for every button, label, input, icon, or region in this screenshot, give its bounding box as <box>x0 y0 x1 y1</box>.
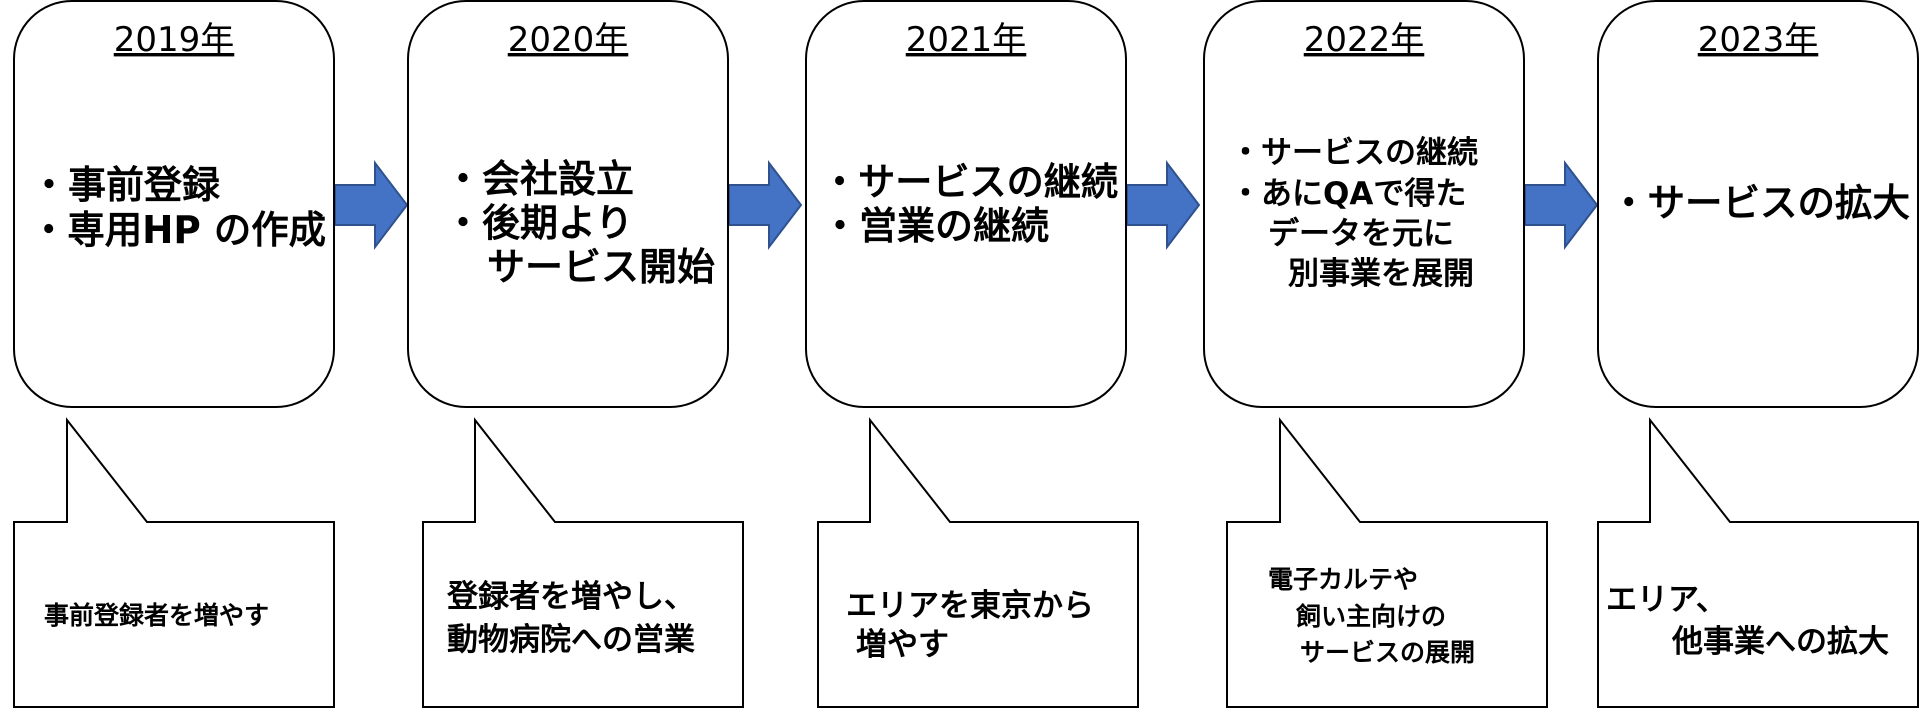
callout-bubble <box>422 417 744 708</box>
arrow-2020-2021 <box>728 160 803 250</box>
callout-text: 他事業への拡大 <box>1671 624 1889 660</box>
callout-bubble <box>13 417 335 708</box>
stage-item: データを元に <box>1268 216 1454 252</box>
stage-item: ・営業の継続 <box>821 204 1049 248</box>
stage-item: ・あにQAで得た <box>1230 176 1466 212</box>
stage-2020: 2020年 ・会社設立 ・後期より サービス開始 登録者を増やし、 動物病院への… <box>407 0 744 708</box>
callout-bubble <box>1226 417 1548 708</box>
callout-text: エリアを東京から <box>846 588 1094 624</box>
stage-item: ・サービスの拡大 <box>1610 181 1910 225</box>
stage-item: ・後期より <box>444 201 633 245</box>
callout-text: 登録者を増やし、 <box>446 579 695 615</box>
stage-box <box>13 0 335 408</box>
stage-item: サービス開始 <box>487 245 715 289</box>
stage-2019: 2019年 ・事前登録 ・専用HP の作成 事前登録者を増やす <box>13 0 335 708</box>
callout-bubble <box>1597 417 1919 708</box>
stage-item: ・事前登録 <box>30 163 221 207</box>
stage-item: ・サービスの継続 <box>821 160 1118 204</box>
stage-item: ・専用HP の作成 <box>30 208 326 252</box>
callout-bubble <box>817 417 1139 708</box>
arrow-2021-2022 <box>1126 160 1201 250</box>
stage-item: ・会社設立 <box>444 157 634 201</box>
stage-2021: 2021年 ・サービスの継続 ・営業の継続 エリアを東京から 増やす <box>805 0 1139 708</box>
callout-text: 電子カルテや <box>1268 565 1418 594</box>
callout-text: エリア、 <box>1606 582 1727 618</box>
callout-text: 事前登録者を増やす <box>44 601 269 630</box>
stage-box <box>1597 0 1919 408</box>
stage-2022: 2022年 ・サービスの継続 ・あにQAで得た データを元に 別事業を展開 電子… <box>1203 0 1548 708</box>
stage-box <box>407 0 729 408</box>
year-label: 2023年 <box>1698 20 1819 60</box>
year-label: 2020年 <box>508 20 629 60</box>
callout-text: 飼い主向けの <box>1296 602 1446 631</box>
year-label: 2019年 <box>114 20 235 60</box>
stage-box <box>805 0 1127 408</box>
callout-text: 動物病院への営業 <box>447 622 695 658</box>
arrow-2022-2023 <box>1524 160 1599 250</box>
stage-item: 別事業を展開 <box>1288 256 1474 292</box>
year-label: 2022年 <box>1304 20 1425 60</box>
stage-item: ・サービスの継続 <box>1230 135 1478 171</box>
callout-text: 増やす <box>856 627 949 663</box>
callout-text: サービスの展開 <box>1300 638 1475 667</box>
stage-box <box>1203 0 1525 408</box>
stage-2023: 2023年 ・サービスの拡大 エリア、 他事業への拡大 <box>1597 0 1919 708</box>
arrow-2019-2020 <box>334 160 409 250</box>
year-label: 2021年 <box>906 20 1027 60</box>
